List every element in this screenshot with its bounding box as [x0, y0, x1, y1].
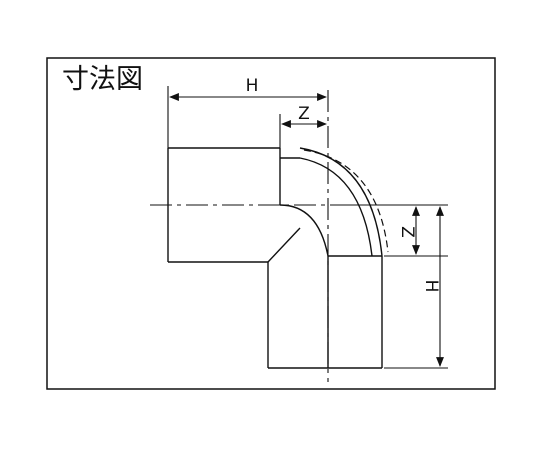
dimension-h-right [384, 206, 448, 369]
diagram-title: 寸法図 [62, 64, 143, 95]
centerlines [150, 90, 330, 382]
bend-dash-line [303, 149, 389, 253]
dimension-z-top-label: Z [298, 104, 310, 124]
dimension-z-right [330, 204, 448, 257]
dimension-h-top [167, 86, 327, 148]
drawing-frame [46, 57, 496, 390]
dimension-h-right-label: H [421, 280, 441, 293]
dimension-h-top-label: H [246, 76, 259, 96]
dimension-z-right-label: Z [397, 226, 417, 238]
dimension-z-top [279, 114, 327, 148]
elbow-fitting [167, 147, 383, 369]
